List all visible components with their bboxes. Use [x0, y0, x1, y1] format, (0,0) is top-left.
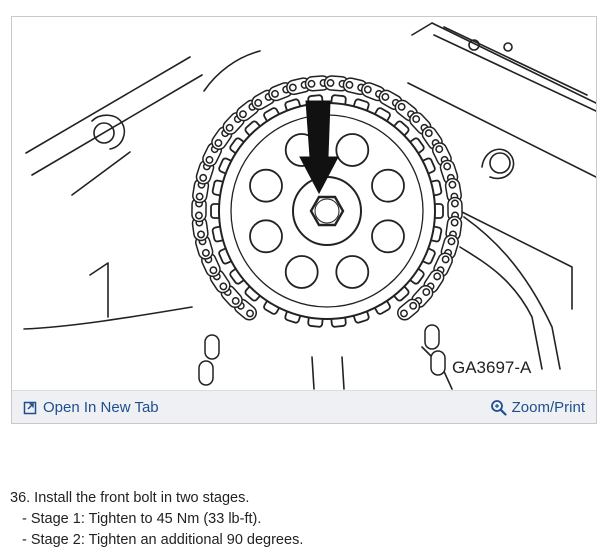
chain-link: [424, 324, 440, 350]
sprocket-hole: [284, 255, 319, 289]
zoom-print-button[interactable]: Zoom/Print: [490, 399, 585, 416]
chain-link: [323, 75, 350, 92]
figure-toolbar: Open In New Tab Zoom/Print: [12, 390, 596, 423]
chain-link: [195, 234, 214, 260]
chain-link: [198, 360, 214, 386]
chain-link: [430, 350, 446, 376]
figure-frame: GA3697-A Open In New Tab Zoom/Print: [11, 16, 597, 424]
hex-bolt: [309, 195, 345, 227]
open-new-tab-label: Open In New Tab: [43, 398, 159, 416]
step-text: 36. Install the front bolt in two stages…: [10, 490, 250, 506]
sprocket-hole: [371, 219, 405, 254]
chain-link: [191, 196, 207, 223]
chain-link: [204, 334, 220, 360]
chain-link: [396, 298, 421, 321]
open-new-tab-button[interactable]: Open In New Tab: [23, 399, 159, 416]
open-new-tab-icon: [23, 401, 37, 414]
sprocket-hole: [335, 133, 370, 167]
chain-link: [192, 177, 210, 204]
sprocket-hole: [371, 168, 405, 203]
stage-2-text: - Stage 2: Tighten an additional 90 degr…: [22, 532, 304, 548]
sprocket-hole: [335, 255, 370, 289]
pointer-arrow: [299, 100, 339, 195]
sprocket-hole: [249, 168, 283, 203]
sprocket-hole: [249, 219, 283, 254]
instructions: 36. Install the front bolt in two stages…: [10, 488, 303, 551]
figure-label: GA3697-A: [452, 358, 532, 377]
stage-1-text: - Stage 1: Tighten to 45 Nm (33 lb-ft).: [22, 511, 262, 527]
magnifier-icon: [490, 399, 507, 416]
timing-chain-diagram: GA3697-A: [23, 22, 596, 390]
zoom-print-label: Zoom/Print: [511, 398, 585, 416]
